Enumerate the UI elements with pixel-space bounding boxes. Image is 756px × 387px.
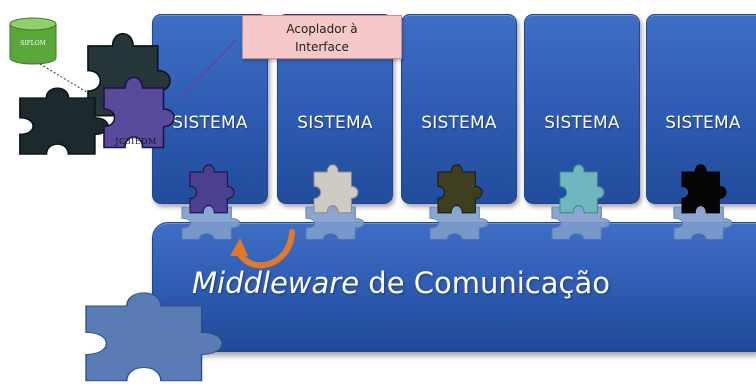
coupler-connector-line: [177, 39, 237, 101]
siplom-label: SIPLOM: [20, 40, 46, 47]
middleware-bar: [152, 222, 756, 352]
jc3iedm-label: JC3IEDM: [115, 137, 157, 146]
coupler-piece-beige: [313, 164, 359, 214]
coupler-piece-black: [681, 164, 727, 214]
system-label-5: SISTEMA: [665, 113, 741, 133]
middleware-italic: Middleware: [192, 266, 360, 300]
bottom-puzzle-piece: [84, 291, 224, 383]
system-label-2: SISTEMA: [297, 113, 373, 133]
callout-line-2: Interface: [295, 40, 349, 54]
coupler-piece-purple: [189, 164, 235, 214]
coupler-piece-olive: [437, 164, 483, 214]
middleware-title: Middleware de Comunicação: [192, 266, 610, 300]
interface-coupler-callout: Acoplador à Interface: [242, 15, 402, 59]
system-label-3: SISTEMA: [421, 113, 497, 133]
system-label-4: SISTEMA: [544, 113, 620, 133]
system-box-5: SISTEMA: [646, 14, 756, 204]
callout-line-1: Acoplador à: [286, 22, 358, 36]
middleware-rest: de Comunicação: [359, 266, 610, 300]
coupler-piece-teal: [559, 164, 605, 214]
siplom-database-icon: [9, 17, 57, 65]
orange-curved-arrow-icon: [230, 229, 295, 269]
dark-puzzle-left: [18, 86, 110, 156]
system-label-1: SISTEMA: [172, 113, 248, 133]
